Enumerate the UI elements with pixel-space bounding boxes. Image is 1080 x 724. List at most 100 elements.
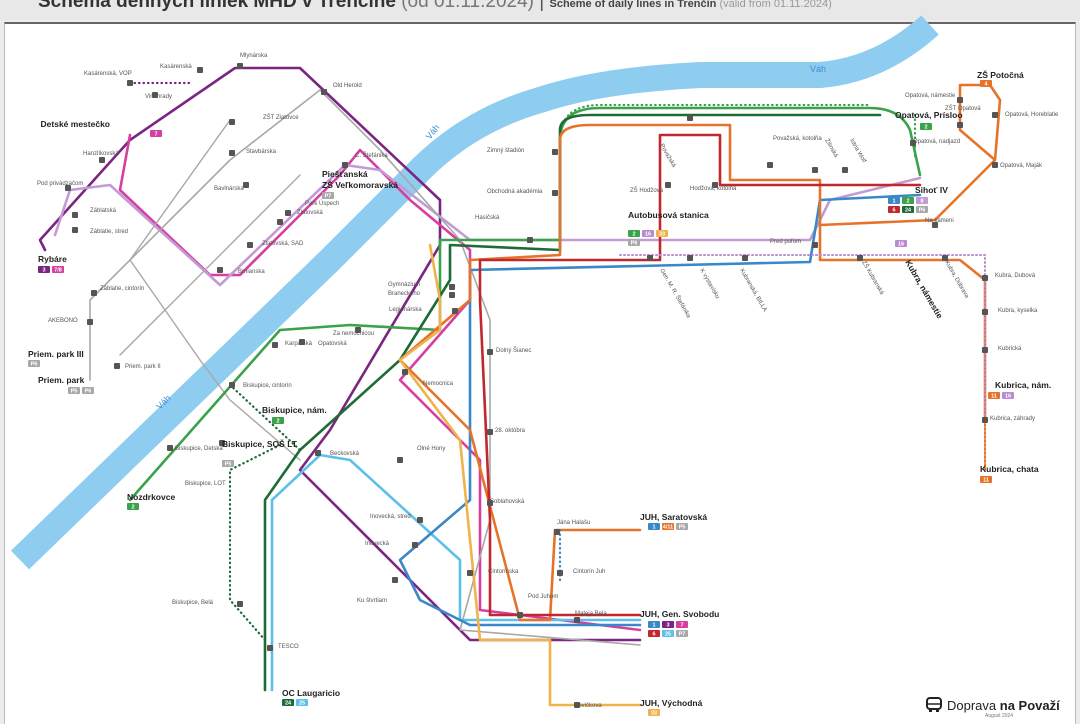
line-badge[interactable]: 2 xyxy=(920,123,932,131)
line-badge[interactable]: 2 xyxy=(628,230,640,238)
stop-marker[interactable] xyxy=(65,185,71,191)
station-label[interactable]: Cintorín Juh xyxy=(573,569,605,575)
station-major-label[interactable]: OC Laugaricio xyxy=(282,688,340,698)
stop-marker[interactable] xyxy=(267,645,273,651)
station-label[interactable]: Opatová, námestie xyxy=(905,93,956,99)
stop-marker[interactable] xyxy=(247,242,253,248)
line-badge[interactable]: P6 xyxy=(28,360,40,368)
station-major-label[interactable]: Sihoť IV xyxy=(915,185,948,195)
stop-marker[interactable] xyxy=(982,347,988,353)
stop-marker[interactable] xyxy=(687,255,693,261)
station-major-label[interactable]: ZŠ Veľkomoravská xyxy=(322,179,398,190)
line-badge[interactable]: P5 xyxy=(676,523,688,531)
station-label[interactable]: Priem. park II xyxy=(125,364,161,370)
line-badge[interactable]: 1 xyxy=(648,523,660,531)
station-label[interactable]: Biskupice, Belá xyxy=(172,600,214,606)
stop-marker[interactable] xyxy=(217,267,223,273)
station-label[interactable]: Gen. M. R. Štefánika xyxy=(658,268,692,320)
line-badge[interactable]: P6 xyxy=(916,206,928,214)
line-badge[interactable]: P5 xyxy=(222,460,234,468)
station-major-label[interactable]: Autobusová stanica xyxy=(628,210,709,220)
stop-marker[interactable] xyxy=(87,319,93,325)
station-label[interactable]: Gymnázium xyxy=(388,282,420,288)
stop-marker[interactable] xyxy=(229,150,235,156)
station-label[interactable]: Istria Wolf xyxy=(848,138,867,164)
line-badge[interactable]: 3 xyxy=(38,266,50,274)
stop-marker[interactable] xyxy=(167,445,173,451)
station-label[interactable]: Inovecká, stred xyxy=(370,514,411,520)
stop-marker[interactable] xyxy=(552,149,558,155)
stop-marker[interactable] xyxy=(554,529,560,535)
stop-marker[interactable] xyxy=(237,63,243,69)
stop-marker[interactable] xyxy=(237,601,243,607)
line-badge[interactable]: P6 xyxy=(628,239,640,247)
station-major-label[interactable]: Rybáre xyxy=(38,254,67,264)
station-label[interactable]: Zimný štadión xyxy=(487,148,524,154)
line-badge[interactable]: 2 xyxy=(272,417,284,425)
station-label[interactable]: Soblahovská xyxy=(490,499,525,505)
station-label[interactable]: Hanzlíkovská xyxy=(83,151,119,157)
stop-marker[interactable] xyxy=(992,112,998,118)
line-badge[interactable]: 11 xyxy=(988,392,1000,400)
station-label[interactable]: AKEBONO xyxy=(48,318,78,324)
stop-marker[interactable] xyxy=(412,542,418,548)
stop-marker[interactable] xyxy=(982,275,988,281)
line-badge[interactable]: 16 xyxy=(642,230,654,238)
station-major-label[interactable]: JUH, Gen. Svobodu xyxy=(640,609,719,619)
station-label[interactable]: Bavlnárska xyxy=(214,186,244,192)
line-badge[interactable]: 33 xyxy=(648,709,660,717)
station-major-label[interactable]: Priem. park xyxy=(38,375,85,385)
line-badge[interactable]: 7 xyxy=(150,130,162,138)
line-badge[interactable]: 24 xyxy=(282,699,294,707)
station-label[interactable]: Kasárenská xyxy=(160,64,192,70)
stop-marker[interactable] xyxy=(957,97,963,103)
station-major-label[interactable]: Opatová, Prísloo xyxy=(895,110,963,120)
line-badge[interactable]: 2 xyxy=(127,503,139,511)
station-label[interactable]: 28. októbra xyxy=(495,428,526,434)
station-label[interactable]: Opatová, Horeblatie xyxy=(1005,112,1059,118)
station-label[interactable]: Kubrická xyxy=(998,346,1022,352)
station-label[interactable]: Žilinská xyxy=(823,137,840,159)
station-label[interactable]: Stavbárska xyxy=(246,149,277,155)
station-label[interactable]: Jána Halašu xyxy=(557,520,590,526)
stop-marker[interactable] xyxy=(229,382,235,388)
line-badge[interactable]: 7/8 xyxy=(52,266,64,274)
station-label[interactable]: ZŠ Hodžova xyxy=(630,187,664,194)
stop-marker[interactable] xyxy=(932,222,938,228)
line-badge[interactable]: 33 xyxy=(656,230,668,238)
stop-marker[interactable] xyxy=(243,182,249,188)
stop-marker[interactable] xyxy=(272,342,278,348)
stop-marker[interactable] xyxy=(647,255,653,261)
line-badge[interactable]: 1 xyxy=(888,197,900,205)
station-label[interactable]: Biskupice, cintorín xyxy=(243,383,292,389)
station-label[interactable]: ZŠT Opatová xyxy=(945,105,981,112)
station-label[interactable]: Braneckého xyxy=(388,291,421,297)
stop-marker[interactable] xyxy=(355,327,361,333)
station-label[interactable]: Brnianska xyxy=(238,269,265,275)
stop-marker[interactable] xyxy=(449,284,455,290)
station-label[interactable]: Dolný Šianec xyxy=(496,347,531,354)
station-label[interactable]: Levičkova xyxy=(575,703,602,709)
stop-marker[interactable] xyxy=(99,157,105,163)
stop-marker[interactable] xyxy=(397,457,403,463)
line-badge[interactable]: 8 xyxy=(916,197,928,205)
line-badge[interactable]: P7 xyxy=(676,630,688,638)
stop-marker[interactable] xyxy=(574,702,580,708)
stop-marker[interactable] xyxy=(552,190,558,196)
stop-marker[interactable] xyxy=(452,308,458,314)
station-label[interactable]: Ku štvrtiam xyxy=(357,598,387,604)
station-label[interactable]: Olné Hony xyxy=(417,446,445,452)
stop-marker[interactable] xyxy=(574,617,580,623)
station-label[interactable]: Záblatie, cintorín xyxy=(100,286,144,292)
line-badge[interactable]: P7 xyxy=(322,192,334,200)
line-badge[interactable]: P5 xyxy=(68,387,80,395)
stop-marker[interactable] xyxy=(942,255,948,261)
station-label[interactable]: Vinohrady xyxy=(145,94,172,100)
stop-marker[interactable] xyxy=(72,227,78,233)
stop-marker[interactable] xyxy=(982,417,988,423)
stop-marker[interactable] xyxy=(229,119,235,125)
station-label[interactable]: Opatovská xyxy=(318,341,347,347)
line-badge[interactable]: 6 xyxy=(888,206,900,214)
stop-marker[interactable] xyxy=(767,162,773,168)
